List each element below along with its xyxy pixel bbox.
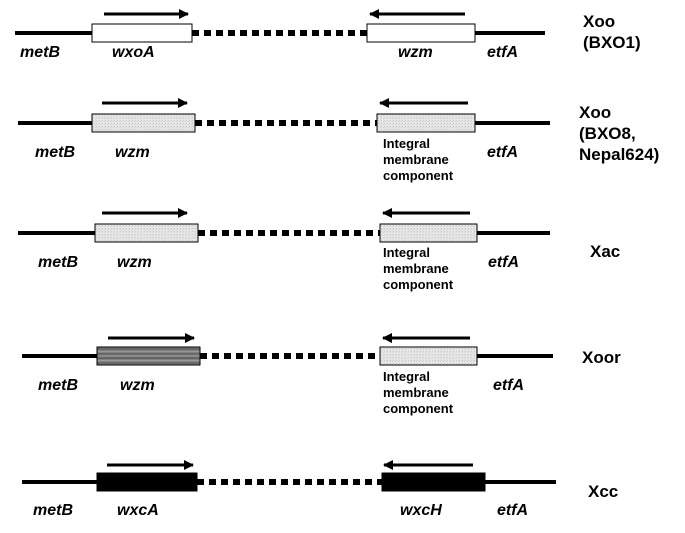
gene-description: Integral (383, 136, 430, 151)
flank-label-left: metB (33, 502, 73, 519)
gene-description: membrane (383, 261, 449, 276)
flank-label-right: etfA (487, 44, 518, 61)
strain-label: (BXO1) (583, 33, 641, 52)
gene-label-left: wxcA (117, 502, 159, 519)
strain-label: Xoo (583, 12, 615, 31)
gene-description: component (383, 401, 454, 416)
gene-description: component (383, 277, 454, 292)
flank-label-right: etfA (487, 144, 518, 161)
flank-label-left: metB (38, 377, 78, 394)
gene-label-left: wzm (117, 254, 152, 271)
gene-description: component (383, 168, 454, 183)
gene-description: membrane (383, 152, 449, 167)
flank-label-left: metB (35, 144, 75, 161)
flank-label-left: metB (38, 254, 78, 271)
gene-box-right (376, 113, 476, 133)
gene-box-right (381, 472, 486, 492)
gene-description: membrane (383, 385, 449, 400)
strain-label: (BXO8, (579, 124, 636, 143)
gene-box-left (91, 23, 193, 43)
gene-box-left (96, 346, 201, 366)
gene-description: Integral (383, 369, 430, 384)
strain-label: Nepal624) (579, 145, 659, 164)
strain-label: Xoor (582, 348, 621, 367)
flank-label-right: etfA (497, 502, 528, 519)
flank-label-right: etfA (488, 254, 519, 271)
gene-box-right (379, 223, 478, 243)
gene-label-left: wzm (120, 377, 155, 394)
gene-label-left: wzm (115, 144, 150, 161)
strain-label: Xac (590, 242, 620, 261)
gene-box-left (94, 223, 199, 243)
gene-description: Integral (383, 245, 430, 260)
flank-label-left: metB (20, 44, 60, 61)
gene-label-right: wxcH (400, 502, 442, 519)
gene-box-right (366, 23, 476, 43)
gene-label-right: wzm (398, 44, 433, 61)
gene-label-left: wxoA (112, 44, 155, 61)
strain-label: Xcc (588, 482, 618, 501)
strain-label: Xoo (579, 103, 611, 122)
gene-box-right (379, 346, 478, 366)
flank-label-right: etfA (493, 377, 524, 394)
gene-box-left (96, 472, 198, 492)
gene-box-left (91, 113, 196, 133)
